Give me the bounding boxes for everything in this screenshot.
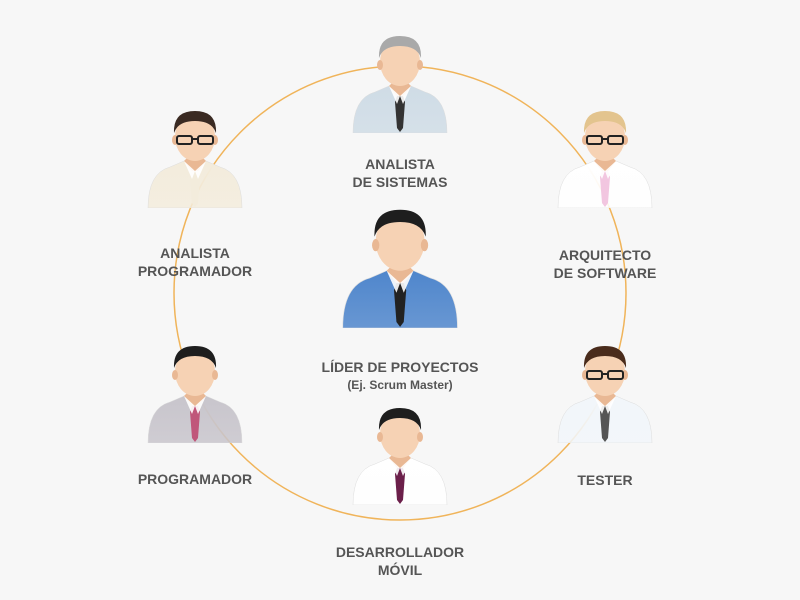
role-label-tester: TESTER [505,471,705,489]
head [380,410,420,458]
hair [173,111,217,133]
role-label-arquitecto-software: ARQUITECTO DE SOFTWARE [505,246,705,282]
glasses-icon [586,370,624,380]
role-label-line2: DE SISTEMAS [352,174,448,190]
hair [378,408,422,430]
tie [395,96,405,132]
role-label-line1: ANALISTA [160,245,230,261]
role-label-line1: DESARROLLADOR [335,544,465,560]
glasses-icon [586,135,624,145]
tie [190,406,200,442]
hair [583,111,627,133]
person-icon-analista-programador [147,111,243,208]
role-label-line2: (Ej. Scrum Master) [347,378,453,392]
role-label-analista-programador: ANALISTA PROGRAMADOR [95,244,295,280]
tie [395,468,405,504]
person-icon-desarrollador-movil [352,408,448,505]
hair [378,36,422,58]
role-label-line1: LÍDER DE PROYECTOS [321,359,479,375]
hair [374,209,426,237]
person-icon-arquitecto-software [557,111,653,208]
role-label-line1: ANALISTA [365,156,435,172]
person-icon-programador [147,346,243,443]
person-icon-lider-proyectos [342,209,458,329]
head [175,348,215,396]
glasses-icon [176,135,214,145]
role-label-line2: MÓVIL [377,562,423,578]
role-label-desarrollador-movil: DESARROLLADOR MÓVIL [300,543,500,579]
person-icon-tester [557,346,653,443]
head [585,113,625,161]
head [175,113,215,161]
hair [173,346,217,368]
role-label-line1: TESTER [577,472,633,488]
tie [600,171,610,207]
role-label-line2: PROGRAMADOR [137,263,253,279]
role-label-programador: PROGRAMADOR [95,470,295,488]
person-icon-analista-sistemas [352,36,448,133]
role-label-line2: DE SOFTWARE [553,265,657,281]
tie [600,406,610,442]
role-label-analista-sistemas: ANALISTA DE SISTEMAS [300,155,500,191]
tie [190,171,200,207]
hair [583,346,627,368]
head [380,38,420,86]
tie [393,282,407,327]
role-label-line1: ARQUITECTO [558,247,652,263]
role-label-line1: PROGRAMADOR [137,471,253,487]
role-label-lider-proyectos: LÍDER DE PROYECTOS (Ej. Scrum Master) [300,358,500,394]
head [585,348,625,396]
head [375,212,425,271]
